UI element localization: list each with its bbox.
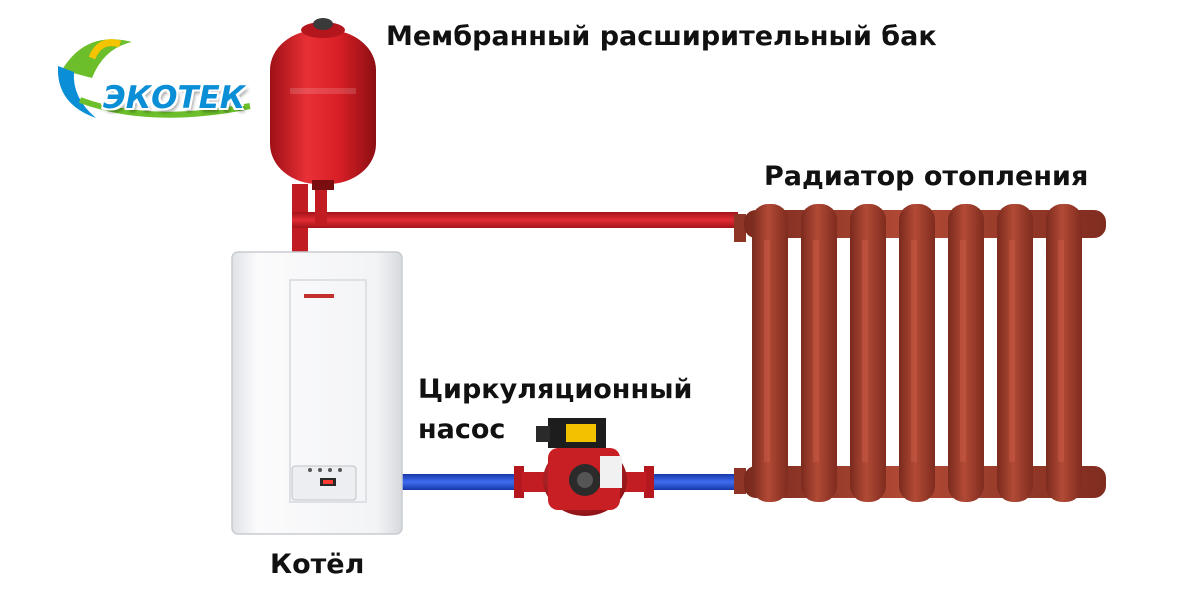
radiator-section-highlight (813, 240, 819, 462)
label-expansion-tank: Мембранный расширительный бак (386, 21, 937, 52)
circulation-pump (514, 418, 654, 516)
brand-logo-text: ЭКОТЕК (103, 80, 246, 116)
boiler-control-panel (308, 468, 342, 486)
label-radiator: Радиатор отопления (764, 161, 1089, 192)
return-pipe (402, 474, 742, 490)
label-pump-line2: насос (418, 414, 506, 445)
label-circulation-pump: Циркуляционный насос (418, 370, 692, 450)
label-pump-line1: Циркуляционный (418, 374, 693, 405)
expansion-tank (270, 18, 376, 190)
radiator-section-highlight (764, 240, 770, 462)
radiator-section-highlight (911, 240, 917, 462)
radiator-section-highlight (1009, 240, 1015, 462)
brand-logo (57, 39, 251, 118)
label-boiler: Котёл (270, 549, 365, 580)
radiator-section-highlight (862, 240, 868, 462)
supply-pipe (292, 184, 738, 260)
radiator-section-highlight (960, 240, 966, 462)
radiator-section-highlight (1058, 240, 1064, 462)
radiator (734, 204, 1106, 502)
boiler (231, 251, 403, 535)
